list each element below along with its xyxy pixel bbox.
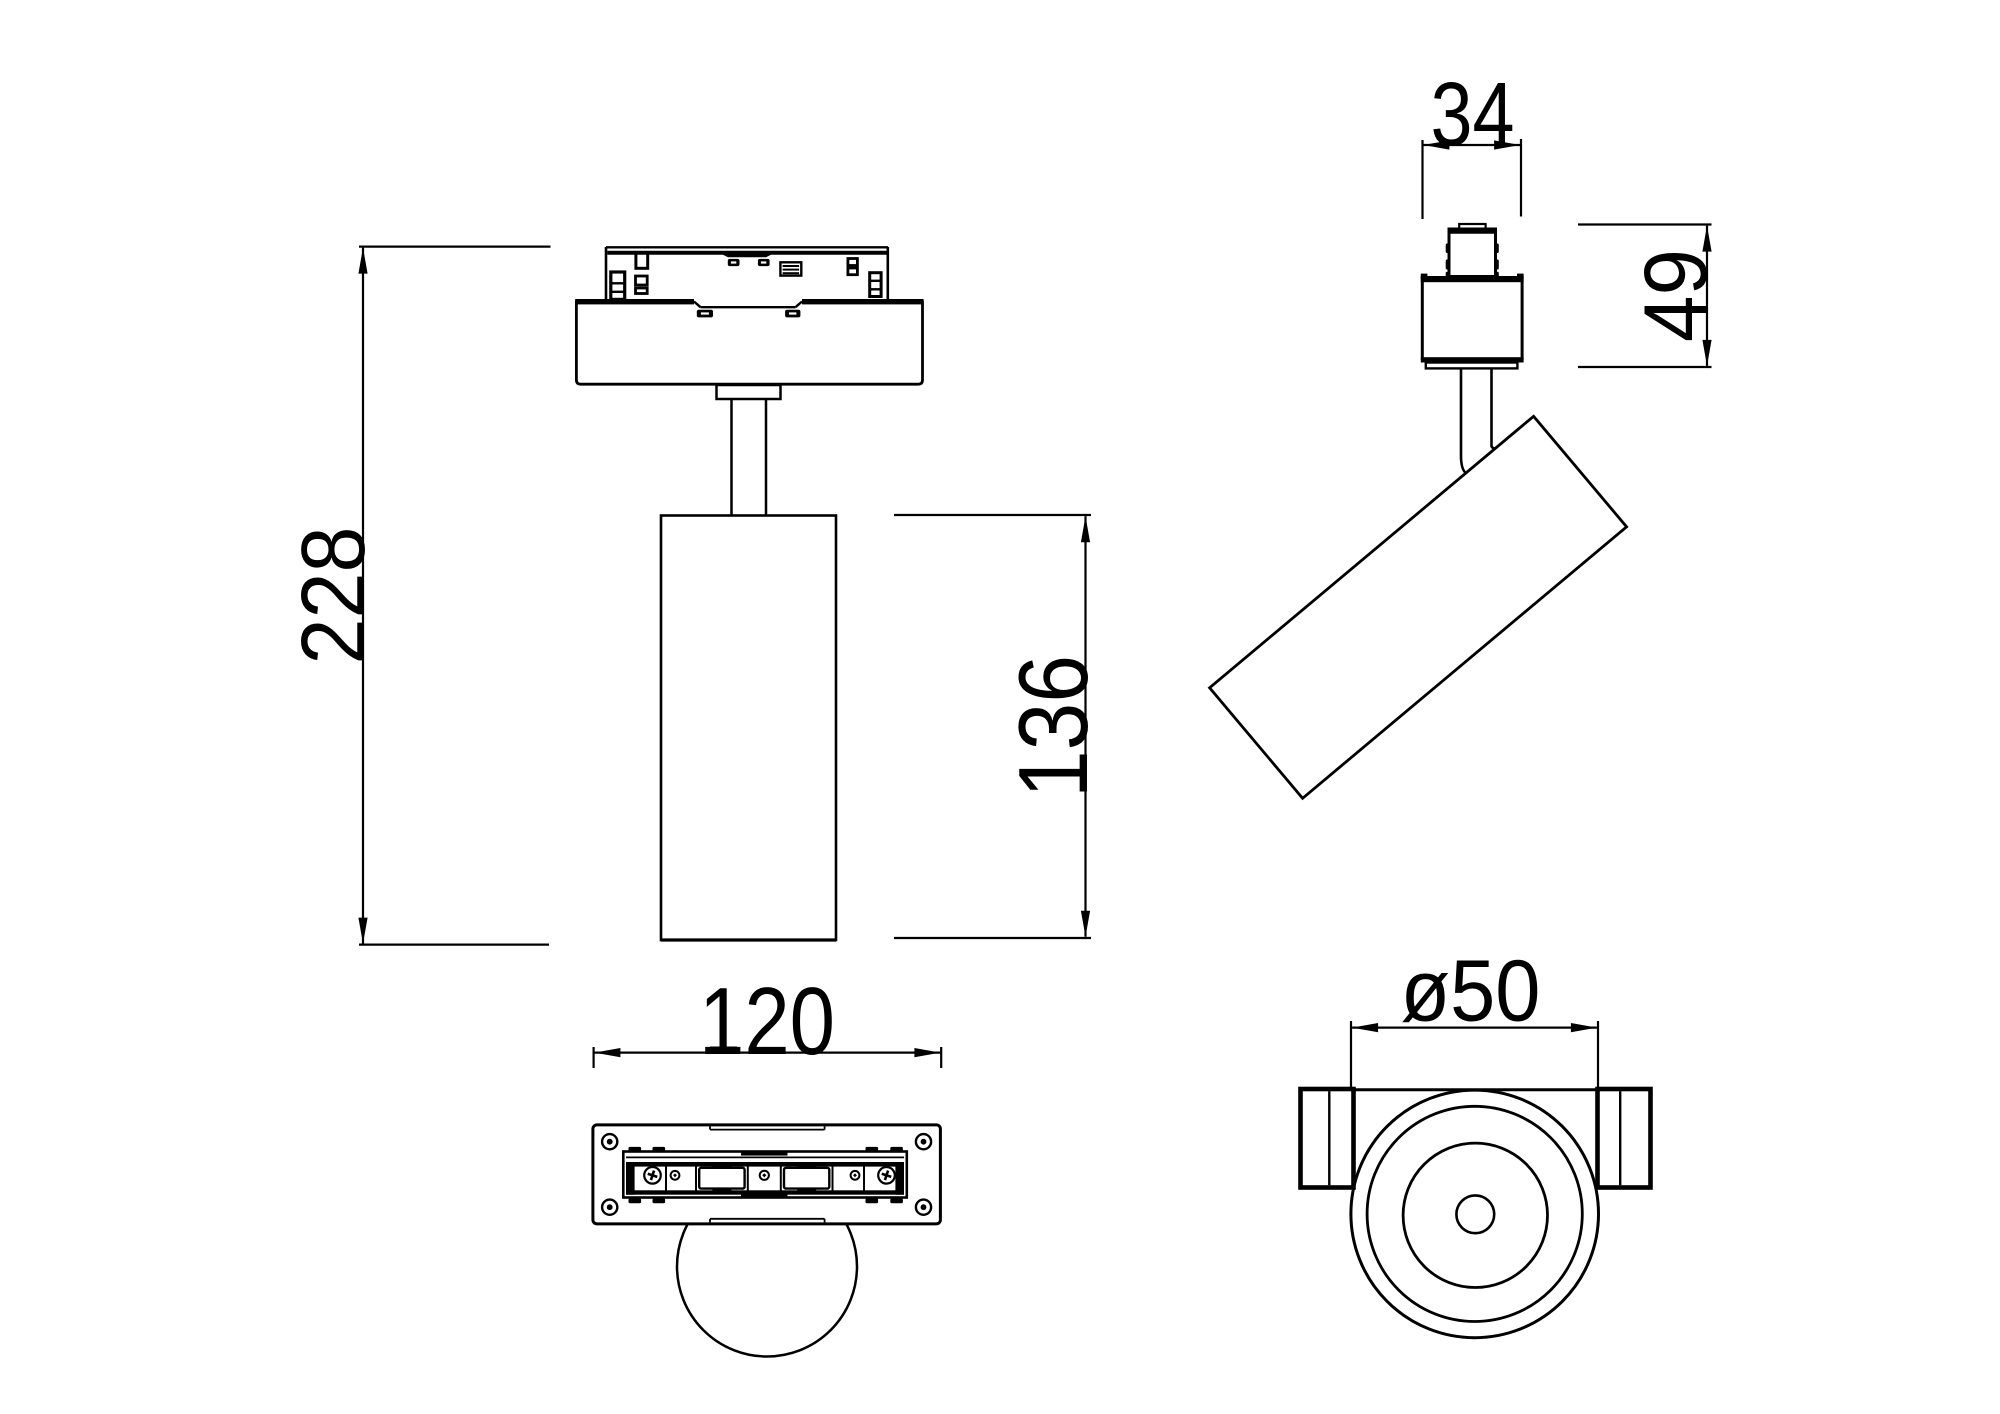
svg-text:228: 228: [284, 527, 384, 665]
svg-text:49: 49: [1625, 249, 1725, 342]
svg-text:120: 120: [699, 968, 835, 1075]
svg-text:34: 34: [1431, 65, 1515, 165]
svg-text:ø50: ø50: [1401, 943, 1541, 1040]
svg-text:136: 136: [998, 655, 1108, 798]
